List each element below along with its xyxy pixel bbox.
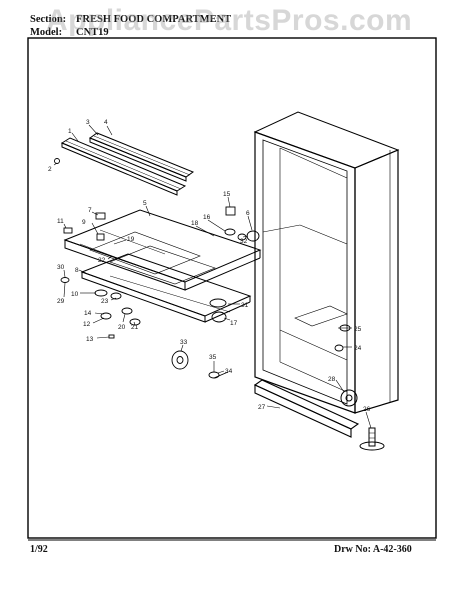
small-hardware-parts (54, 158, 351, 379)
refrigerator-cabinet (253, 111, 400, 414)
footer-drawing-number: Drw No: A-42-360 (334, 544, 412, 555)
callout-7: 7 (88, 207, 92, 214)
part-shelf-5 (63, 209, 262, 291)
footer-date: 1/92 (30, 544, 48, 555)
callout-9: 9 (82, 219, 86, 226)
callout-26: 26 (363, 406, 371, 413)
part-leveling-leg-26 (359, 427, 385, 451)
callout-17: 17 (230, 320, 238, 327)
part-strip-1 (60, 137, 187, 196)
section-title: FRESH FOOD COMPARTMENT (76, 14, 232, 25)
callout-30: 30 (57, 264, 65, 271)
drawing-frame (27, 37, 437, 539)
callout-25: 25 (354, 326, 362, 333)
callout-29: 29 (57, 298, 65, 305)
callout-10: 10 (71, 291, 79, 298)
callout-34: 34 (225, 368, 233, 375)
callout-15: 15 (223, 191, 231, 198)
callout-labels: 1 2 3 4 5 6 7 8 9 10 11 12 13 14 15 16 1… (48, 119, 371, 413)
section-label: Section: (30, 14, 67, 25)
callout-19: 19 (127, 236, 135, 243)
callout-12: 12 (83, 321, 91, 328)
callout-16: 16 (203, 214, 211, 221)
callout-24: 24 (354, 345, 362, 352)
callout-31: 31 (241, 302, 249, 309)
leader-lines (53, 124, 372, 429)
callout-6: 6 (246, 210, 250, 217)
callout-13: 13 (86, 336, 94, 343)
callout-28: 28 (328, 376, 336, 383)
callout-35: 35 (209, 354, 217, 361)
callout-22: 22 (98, 257, 106, 264)
callout-18: 18 (191, 220, 199, 227)
callout-5: 5 (143, 200, 147, 207)
callout-2: 2 (48, 166, 52, 173)
model-numbers: CNT19 (76, 27, 109, 38)
callout-3: 3 (86, 119, 90, 126)
model-label: Model: (30, 27, 63, 38)
watermark: AppliancePartsPros.com (46, 4, 413, 37)
callout-1: 1 (68, 128, 72, 135)
callout-20: 20 (118, 324, 126, 331)
callout-32: 32 (240, 238, 248, 245)
part-drawer-8 (80, 253, 252, 323)
part-base-grille-27 (253, 379, 360, 438)
part-strip-3-4 (88, 132, 195, 182)
callout-8: 8 (75, 267, 79, 274)
part-roller-28 (340, 389, 358, 407)
callout-4: 4 (104, 119, 108, 126)
callout-33: 33 (180, 339, 188, 346)
callout-27: 27 (258, 404, 266, 411)
callout-23: 23 (101, 298, 109, 305)
callout-14: 14 (84, 310, 92, 317)
callout-11: 11 (57, 218, 64, 225)
callout-21: 21 (131, 324, 139, 331)
